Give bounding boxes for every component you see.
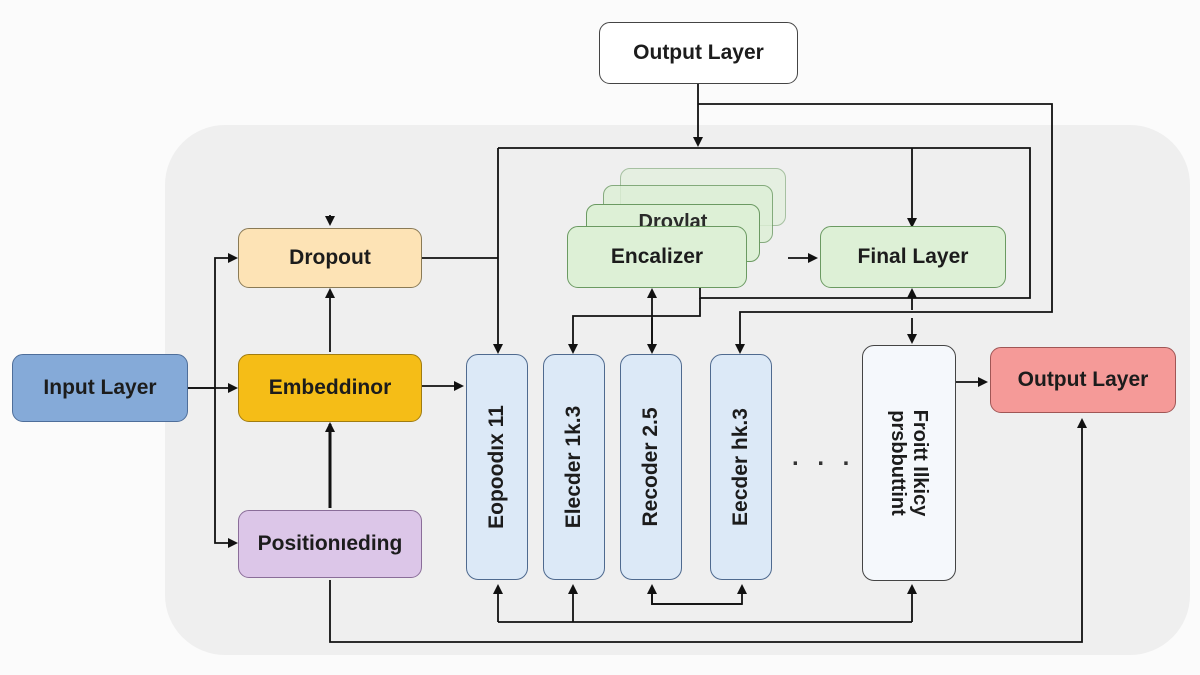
projection-label-line2: prsbbuttint <box>887 410 909 516</box>
encoder-block-1-label: Eopoodıx 11 <box>485 405 508 529</box>
final-layer-label: Final Layer <box>857 245 969 268</box>
output-layer-label: Output Layer <box>1017 368 1149 391</box>
positional-encoding-label: Positionıeding <box>257 532 403 555</box>
embedding-label: Embeddinor <box>268 376 392 399</box>
decoder-block-1: Elecder 1k.3 <box>543 354 605 580</box>
projection-label-line1: Froitt Ilkicy <box>909 409 931 517</box>
top-output-right-loop <box>698 103 1053 354</box>
decoder2-to-3 <box>651 584 747 605</box>
encoder-block-1: Eopoodıx 11 <box>466 354 528 580</box>
decoder-block-1-label: Elecder 1k.3 <box>562 405 585 529</box>
decoder-block-2-label: Recoder 2.5 <box>639 407 662 527</box>
decoder3-to-2 <box>647 584 742 605</box>
top-output-layer-label: Output Layer <box>633 41 764 64</box>
positional-encoding-node: Positionıeding <box>238 510 422 578</box>
input-to-pos <box>214 388 238 548</box>
input-layer-node: Input Layer <box>12 354 188 422</box>
bus-to-decoder1 <box>568 298 701 354</box>
encalizer-label: Encalizer <box>610 245 704 268</box>
decoder-block-3: Eecder hk.3 <box>710 354 772 580</box>
ellipsis: . . . <box>792 444 856 471</box>
input-layer-label: Input Layer <box>43 376 157 399</box>
top-output-layer-node: Output Layer <box>599 22 798 84</box>
output-layer-node: Output Layer <box>990 347 1176 413</box>
dropout-node: Dropout <box>238 228 422 288</box>
dropout-label: Dropout <box>289 246 371 269</box>
decoder-block-2: Recoder 2.5 <box>620 354 682 580</box>
projection-block: Froitt Ilkicy prsbbuttint <box>862 345 956 581</box>
final-layer-node: Final Layer <box>820 226 1006 288</box>
decoder-block-3-label: Eecder hk.3 <box>729 408 752 526</box>
encalizer-node: Encalizer <box>567 226 747 288</box>
bottom-loop <box>329 418 1087 643</box>
embedding-node: Embeddinor <box>238 354 422 422</box>
projection-label: Froitt Ilkicy prsbbuttint <box>887 410 931 517</box>
input-split <box>188 253 238 389</box>
